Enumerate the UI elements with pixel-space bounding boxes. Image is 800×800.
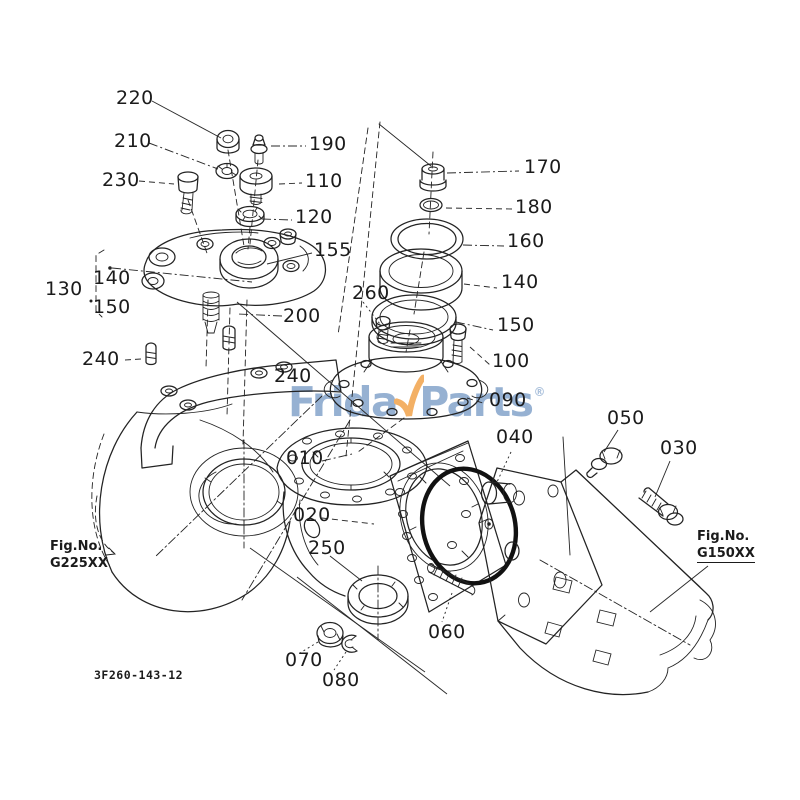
- part-label-050: 050: [607, 407, 645, 429]
- bearing-case-090-drawing: [323, 321, 489, 420]
- part-label-210: 210: [114, 130, 152, 152]
- leader-lines: [89, 100, 709, 695]
- part-label-230: 230: [102, 169, 140, 191]
- part-label-070: 070: [285, 649, 323, 671]
- part-label-100: 100: [492, 350, 530, 372]
- part-label-060: 060: [428, 621, 466, 643]
- watermark-check-icon: [393, 374, 427, 432]
- o-ring-180-drawing: [419, 197, 443, 213]
- part-label-040: 040: [496, 426, 534, 448]
- bearing-cup-140-drawing: [379, 248, 463, 311]
- fig-no-left: Fig.No. G225XX: [50, 538, 108, 572]
- seal-120-drawing: [235, 205, 265, 228]
- plug-170-drawing: [419, 163, 447, 192]
- part-label-140-left: 140: [93, 267, 131, 289]
- stud-060-drawing: [427, 563, 476, 596]
- part-label-010: 010: [286, 447, 324, 469]
- part-label-110: 110: [305, 170, 343, 192]
- part-label-120: 120: [295, 206, 333, 228]
- plug-bolt-050-drawing: [586, 447, 623, 479]
- seal-250-drawing: [347, 574, 409, 625]
- part-label-200: 200: [283, 305, 321, 327]
- part-label-250: 250: [308, 537, 346, 559]
- nut-220-drawing: [216, 129, 240, 154]
- part-label-140-right: 140: [501, 271, 539, 293]
- part-label-130: 130: [45, 278, 83, 300]
- part-label-030: 030: [660, 437, 698, 459]
- axle-case-hub-drawing: [91, 403, 299, 613]
- o-ring-020-drawing: [419, 466, 519, 586]
- part-label-090: 090: [489, 389, 527, 411]
- fig-no-right: Fig.No. G150XX: [697, 528, 755, 563]
- part-label-150-left: 150: [93, 296, 131, 318]
- part-label-020: 020: [293, 504, 331, 526]
- pin-040-drawing: [480, 481, 517, 505]
- fig-no-right-line2: G150XX: [697, 546, 755, 563]
- snap-ring-160-drawing: [390, 218, 464, 260]
- bolt-230-drawing: [177, 171, 199, 215]
- ring-150-drawing: [371, 294, 457, 346]
- part-label-220: 220: [116, 87, 154, 109]
- part-label-260: 260: [352, 282, 390, 304]
- watermark-registered-icon: ®: [533, 385, 546, 399]
- washer-210-drawing: [215, 162, 239, 180]
- steering-arm-200-drawing: [141, 228, 326, 307]
- part-label-240-right: 240: [274, 365, 312, 387]
- part-label-160: 160: [507, 230, 545, 252]
- nut-070-drawing: [316, 621, 344, 648]
- part-label-155: 155: [314, 239, 352, 261]
- axle-housing-beam-drawing: [478, 436, 716, 696]
- fig-no-left-line2: G225XX: [50, 556, 108, 571]
- part-label-190: 190: [309, 133, 347, 155]
- fig-no-left-line1: Fig.No.: [50, 539, 103, 554]
- knuckle-bracket-drawing: [140, 359, 342, 469]
- part-label-170: 170: [524, 156, 562, 178]
- part-label-150-right: 150: [497, 314, 535, 336]
- fig-no-right-line1: Fig.No.: [697, 529, 750, 544]
- part-label-080: 080: [322, 669, 360, 691]
- cap-110-drawing: [239, 167, 273, 205]
- grease-fitting-190-drawing: [250, 134, 268, 165]
- bolt-030-drawing: [638, 487, 684, 526]
- spring-stud-240-drawing: [145, 291, 236, 366]
- part-label-240-left: 240: [82, 348, 120, 370]
- part-label-180: 180: [515, 196, 553, 218]
- drawing-number: 3F260-143-12: [94, 668, 184, 682]
- bolt-100-drawing: [449, 323, 467, 364]
- lock-washer-080-drawing: [341, 634, 358, 653]
